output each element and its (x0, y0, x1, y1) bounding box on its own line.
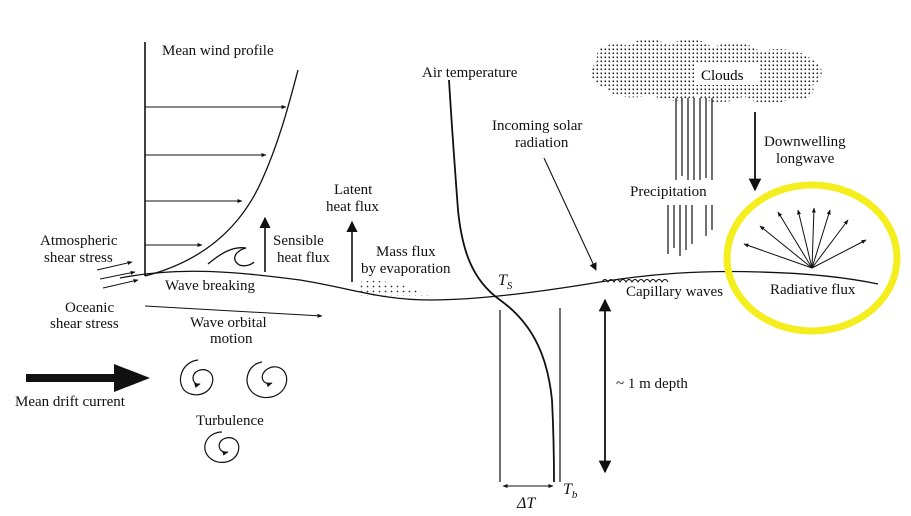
radiative-flux-arrows (743, 207, 867, 269)
evaporation-dots (360, 280, 430, 296)
label-oceanic-2: shear stress (50, 316, 119, 332)
label-air-temperature: Air temperature (422, 65, 518, 81)
label-tb: Tb (563, 481, 578, 501)
label-incoming-solar-1: Incoming solar (492, 118, 582, 134)
label-sensible-2: heat flux (277, 250, 330, 266)
capillary-ripples (601, 279, 669, 283)
wave-orbital-arrow (144, 305, 323, 318)
label-radiative-flux: Radiative flux (770, 282, 856, 298)
label-clouds: Clouds (701, 68, 744, 84)
wind-profile-curve (144, 69, 299, 277)
air-temperature-curve (448, 79, 555, 483)
wind-profile-arrows (145, 105, 287, 247)
atmospheric-shear-arrows (96, 261, 139, 289)
label-turbulence: Turbulence (196, 413, 264, 429)
label-sensible-1: Sensible (273, 233, 324, 249)
label-precipitation: Precipitation (630, 184, 707, 200)
eddy-2 (246, 361, 288, 399)
eddy-3 (204, 431, 240, 463)
eddy-1 (179, 359, 214, 396)
breaking-wave-crest (207, 247, 255, 267)
label-mass-flux-1: Mass flux (376, 244, 436, 260)
label-latent-1: Latent (334, 182, 373, 198)
label-downwelling-1: Downwelling (764, 134, 846, 150)
label-ts: TS (498, 272, 513, 292)
label-latent-2: heat flux (326, 199, 379, 215)
label-mean-wind-profile: Mean wind profile (162, 43, 274, 59)
label-wave-orbital-1: Wave orbital (190, 315, 267, 331)
label-mean-drift-current: Mean drift current (15, 394, 126, 410)
label-downwelling-2: longwave (776, 151, 835, 167)
highlight-circle (723, 181, 901, 335)
cloud-label-backdrop (694, 63, 760, 85)
label-delta-t: ΔT (516, 495, 536, 512)
label-wave-orbital-2: motion (210, 331, 253, 347)
label-wave-breaking: Wave breaking (165, 278, 256, 294)
label-oceanic-1: Oceanic (65, 300, 114, 316)
label-depth: ~ 1 m depth (616, 376, 688, 392)
precipitation-label-backdrop (628, 180, 726, 200)
precipitation-lines (667, 98, 713, 256)
label-incoming-solar-2: radiation (515, 135, 569, 151)
turbulence-eddies (179, 359, 288, 463)
label-mass-flux-2: by evaporation (361, 261, 451, 277)
label-atmospheric-2: shear stress (44, 250, 113, 266)
label-atmospheric-1: Atmospheric (40, 233, 118, 249)
label-capillary-waves: Capillary waves (626, 284, 723, 300)
solar-radiation-arrow (543, 157, 597, 271)
sea-surface-line (119, 270, 879, 301)
mean-drift-arrow (26, 364, 150, 392)
